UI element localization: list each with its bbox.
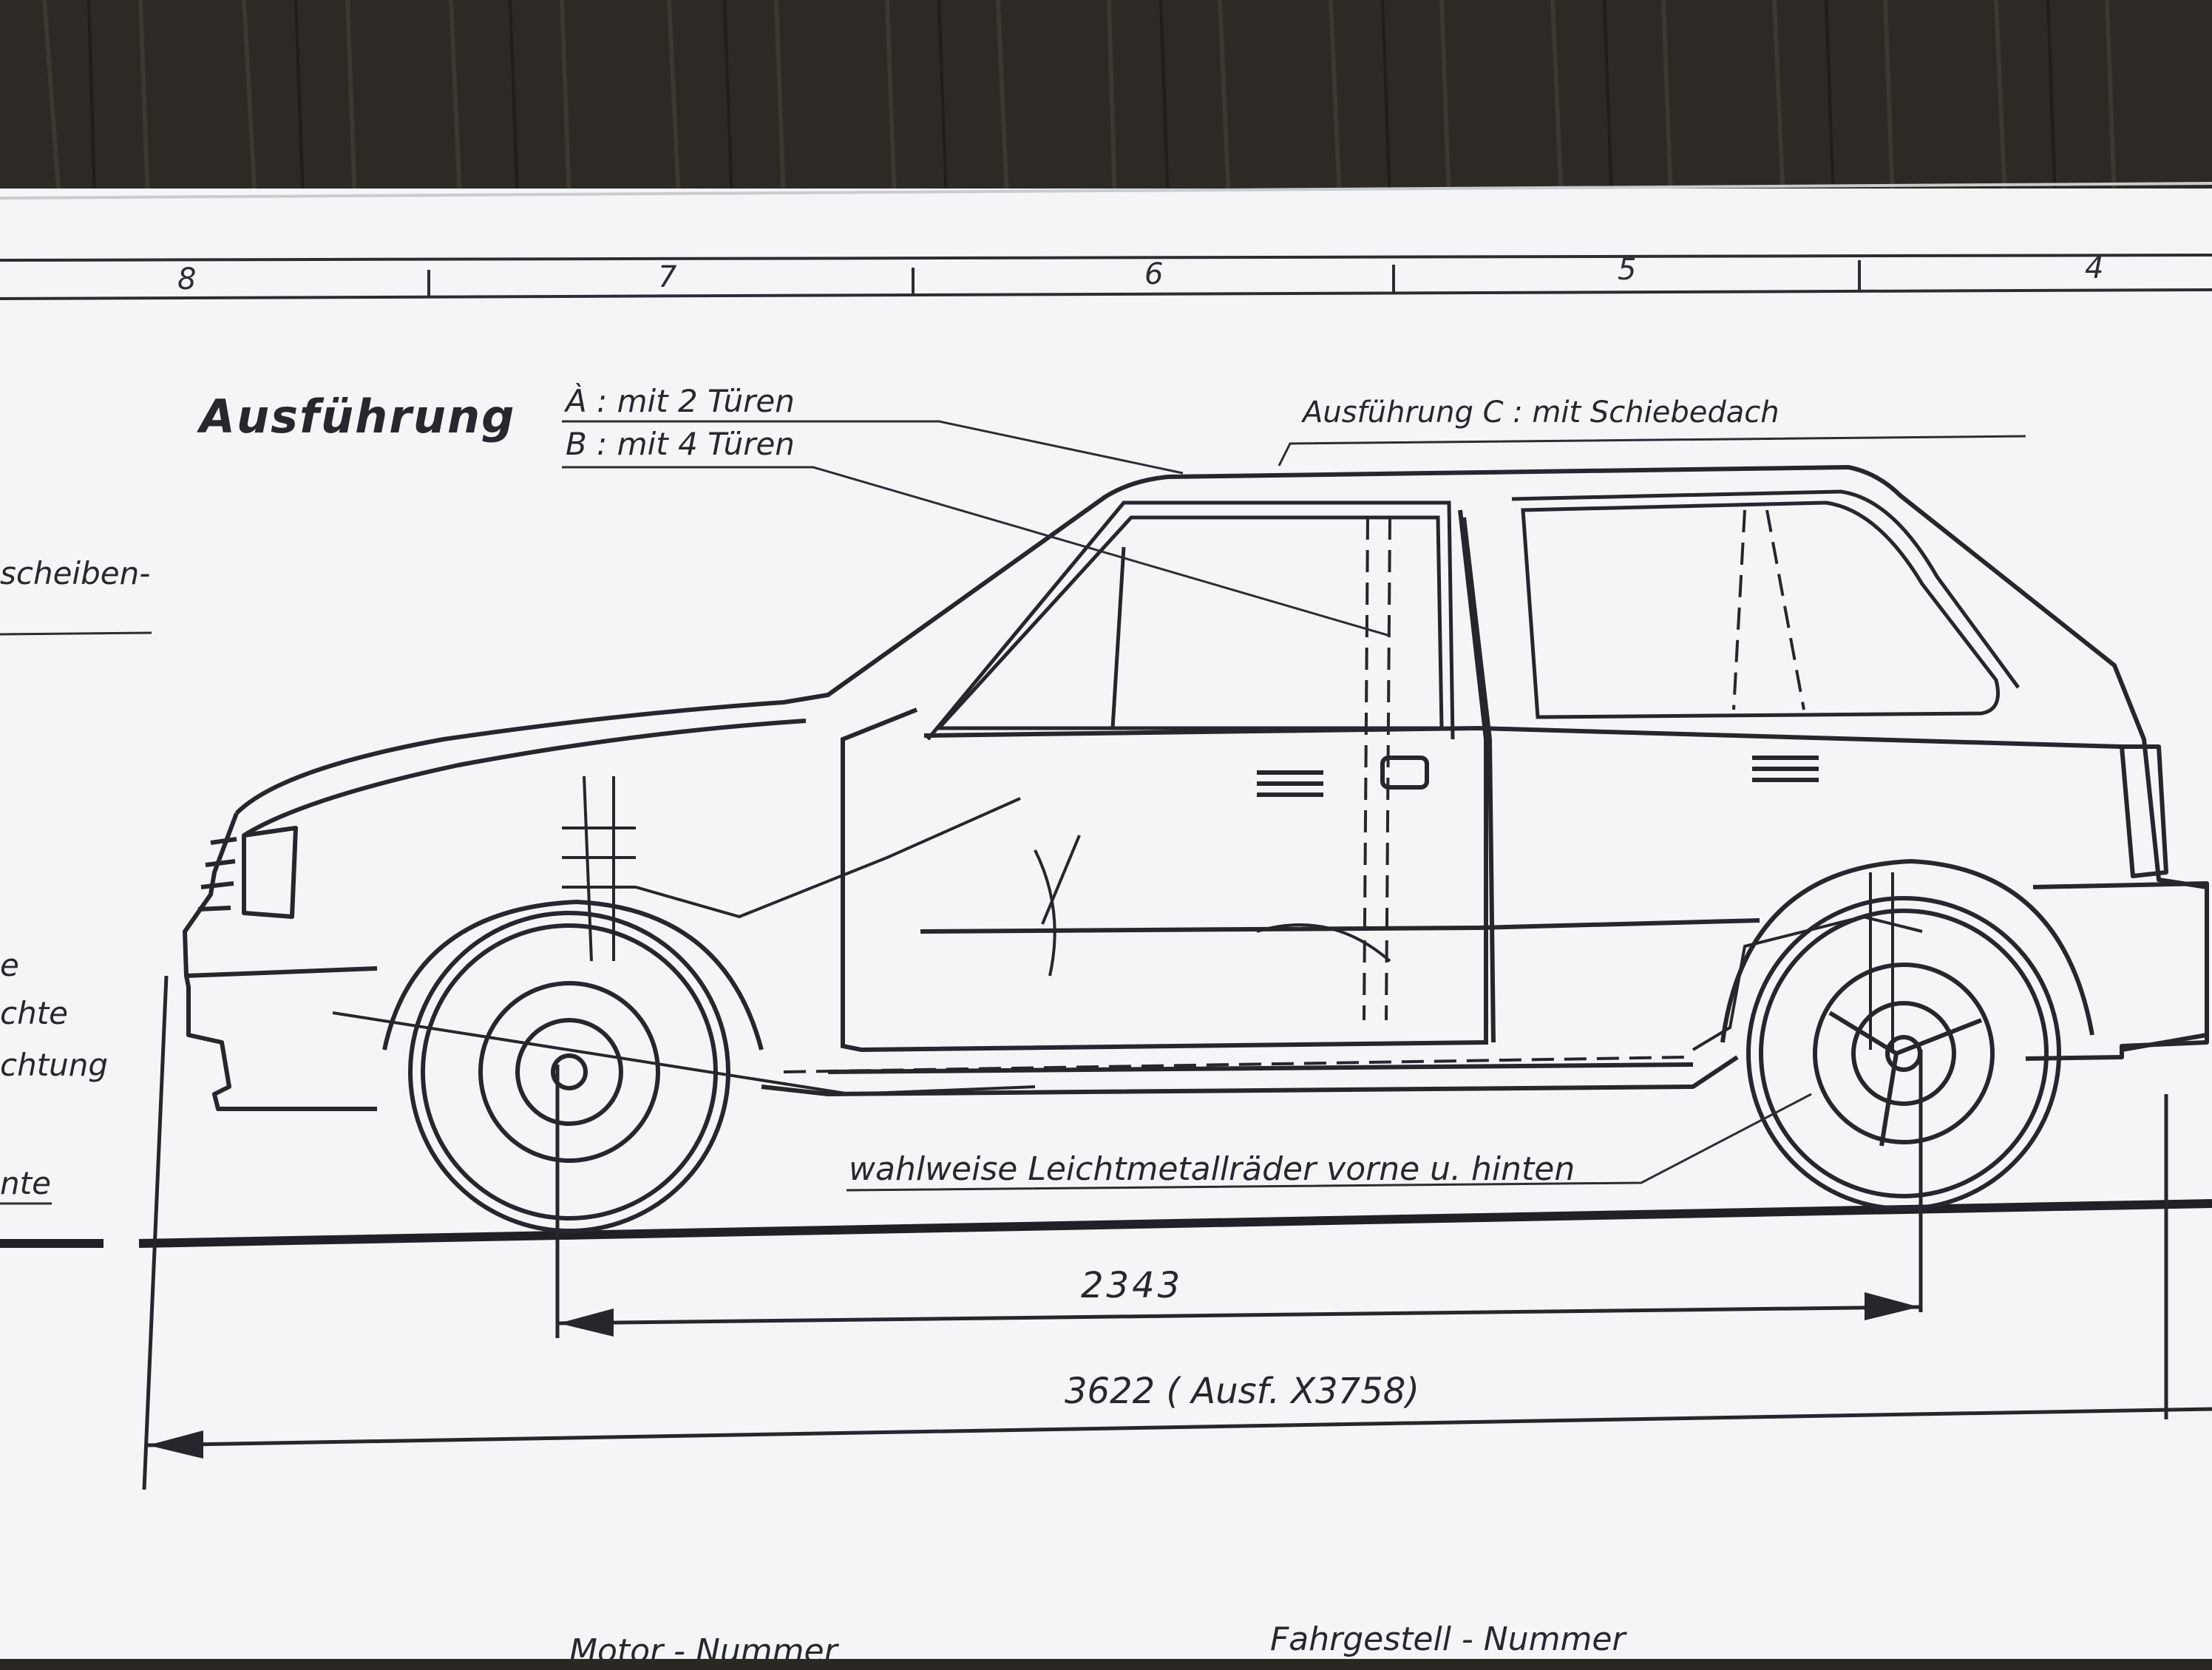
car-body — [183, 465, 2209, 1111]
variant-c-label: Ausführung C : mit Schiebedach — [1303, 396, 1780, 430]
margin-fragment: e — [0, 947, 19, 983]
dimension-lines — [142, 975, 2212, 1490]
door — [841, 509, 1819, 1053]
variant-b-label: B : mit 4 Türen — [566, 426, 795, 462]
margin-fragment: scheiben- — [0, 555, 151, 591]
variant-a-label: À : mit 2 Türen — [566, 383, 795, 419]
margin-fragment: nte — [0, 1165, 51, 1201]
left-margin-rules — [0, 631, 152, 1205]
zone-number-5: 5 — [1618, 253, 1637, 287]
wheel-option-note: wahlweise Leichtmetallräder vorne u. hin… — [849, 1150, 1575, 1188]
dimension-arrows — [148, 1292, 1919, 1459]
zone-number-7: 7 — [658, 260, 677, 294]
ground-line — [138, 1199, 2212, 1248]
motor-number-label: Motor - Nummer — [569, 1632, 838, 1670]
paper-edge — [0, 182, 2212, 200]
zone-number-8: 8 — [177, 262, 197, 296]
chassis-number-label: Fahrgestell - Nummer — [1270, 1620, 1626, 1658]
ausfuehrung-heading: Ausführung — [200, 390, 516, 444]
zone-number-4: 4 — [2085, 251, 2104, 285]
zone-border — [0, 254, 2212, 300]
windows — [926, 489, 2021, 741]
zone-number-6: 6 — [1144, 257, 1164, 291]
wood-table-background — [0, 0, 2212, 200]
overall-length-dimension: 3622 ( Ausf. X3758) — [1065, 1371, 1419, 1412]
front-wheel — [382, 899, 764, 1233]
margin-fragment: chte — [0, 995, 69, 1031]
suspension — [332, 775, 1923, 1096]
margin-fragment: chtung — [0, 1047, 109, 1083]
rear-wheel — [1720, 858, 2094, 1211]
wheelbase-dimension: 2343 — [1081, 1265, 1184, 1306]
pillar-dashed — [783, 509, 1805, 1073]
leader-lines — [562, 420, 2026, 1192]
